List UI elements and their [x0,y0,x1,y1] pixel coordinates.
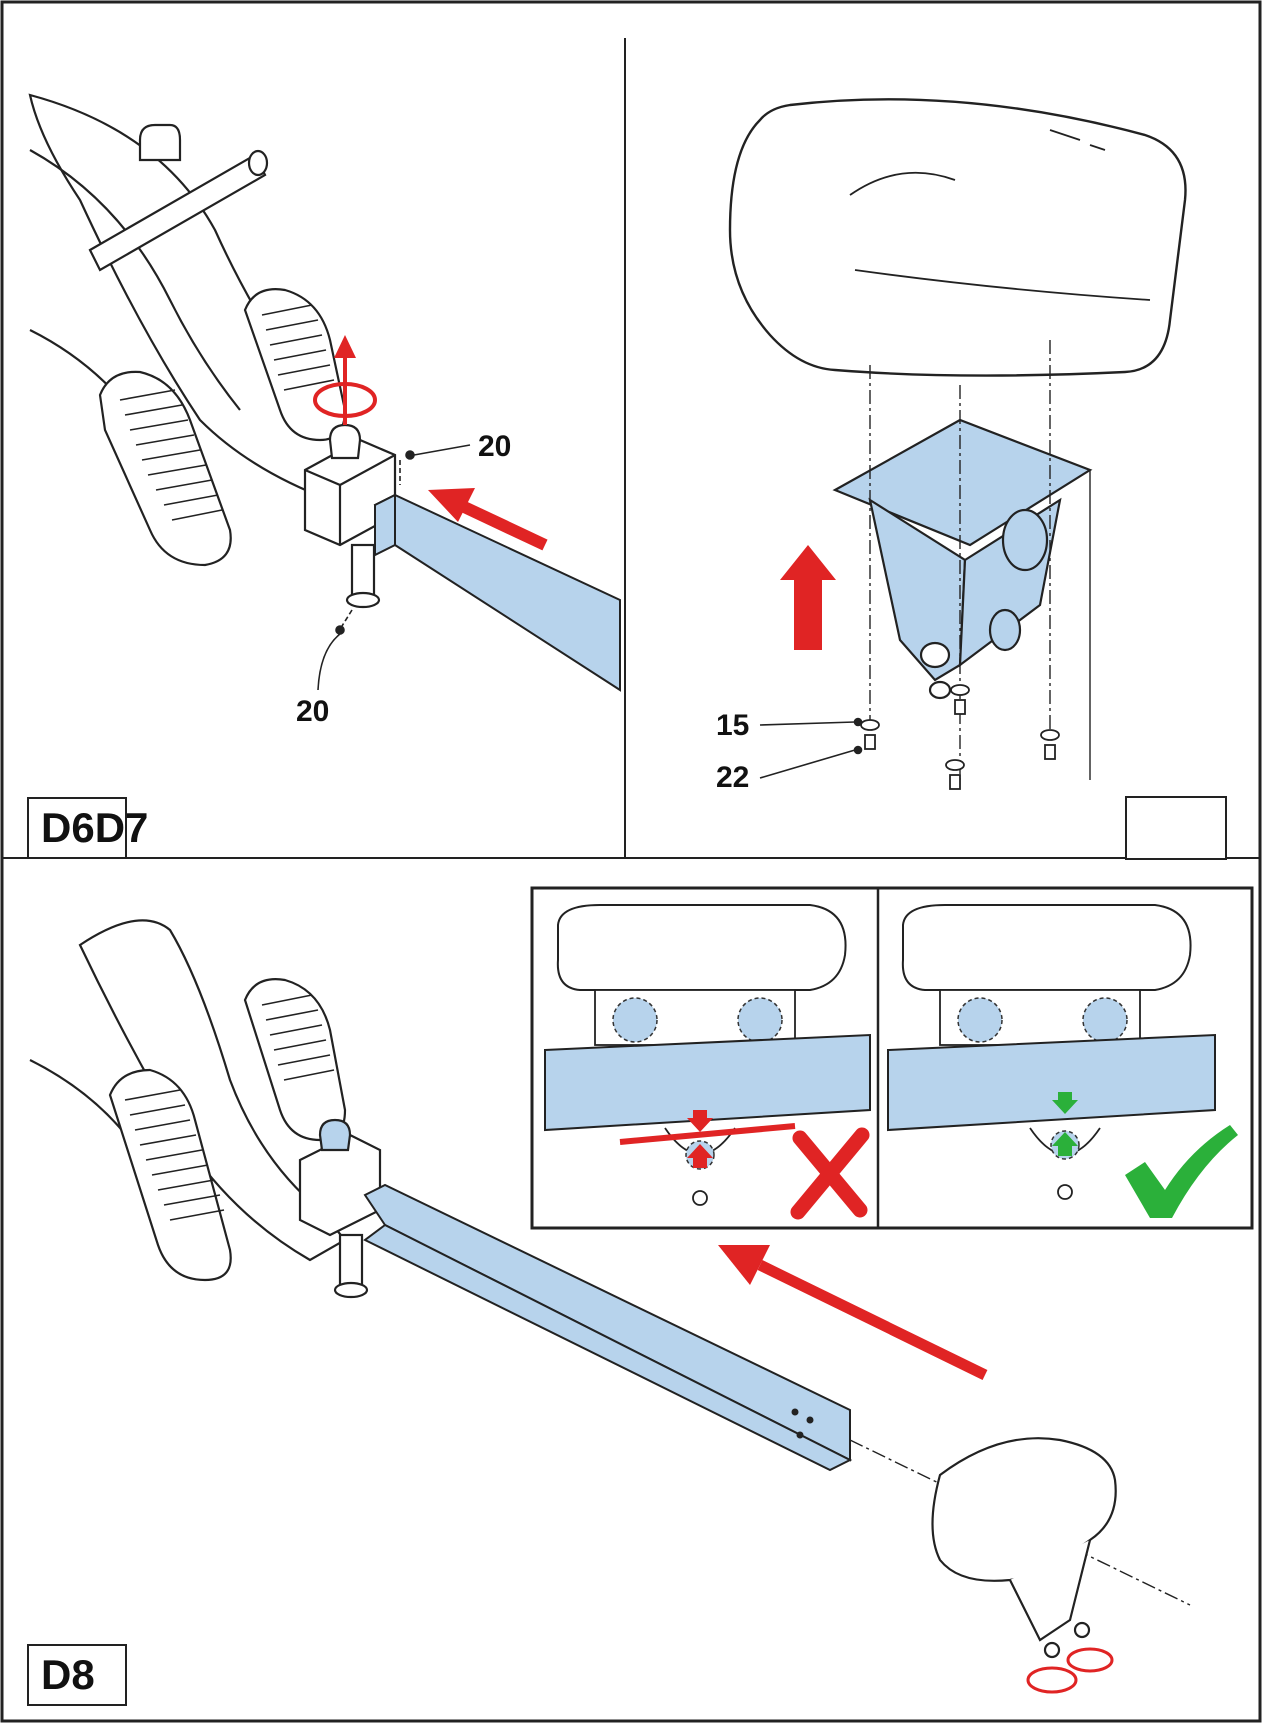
d8-rail [363,1183,853,1472]
check-mark-icon [1125,1125,1238,1218]
d7-callout-washer: 15 [716,709,750,742]
d6-rower-front-drawing [28,93,397,609]
cross-mark-icon [790,1127,870,1220]
d7-lift-arrow [780,545,836,650]
d6-pull-knob-arrow [313,335,377,425]
d7-callout-bolt: 22 [716,761,750,794]
d6-bolt-markers [317,444,471,691]
inset-correct-scene [887,904,1216,1200]
step-label-d6d7: D6D7 [27,797,148,859]
d8-tighten-arrows [1026,1647,1114,1694]
step-label-d6d7-text: D6D7 [41,804,149,851]
d7-seat-drawing [728,98,1187,377]
d6-insert-rail-arrow [428,488,548,551]
d8-slide-seat-arrow [718,1245,988,1380]
d7-fasteners [860,684,1060,790]
d6-rail [373,493,621,692]
d6-callout-bottom: 20 [296,695,330,728]
inset-wrong-scene [544,904,871,1206]
d8-rower-front-drawing [29,919,382,1299]
d7-callout-leaders [759,717,863,779]
d7-seat-bracket [832,418,1093,700]
d6-callout-top: 20 [478,430,512,463]
d8-inset [530,886,1254,1230]
step-label-d8: D8 [27,1644,127,1706]
d8-seat-drawing [931,1437,1117,1659]
d7-empty-step-box [1125,796,1227,860]
step-label-d8-text: D8 [41,1651,95,1698]
